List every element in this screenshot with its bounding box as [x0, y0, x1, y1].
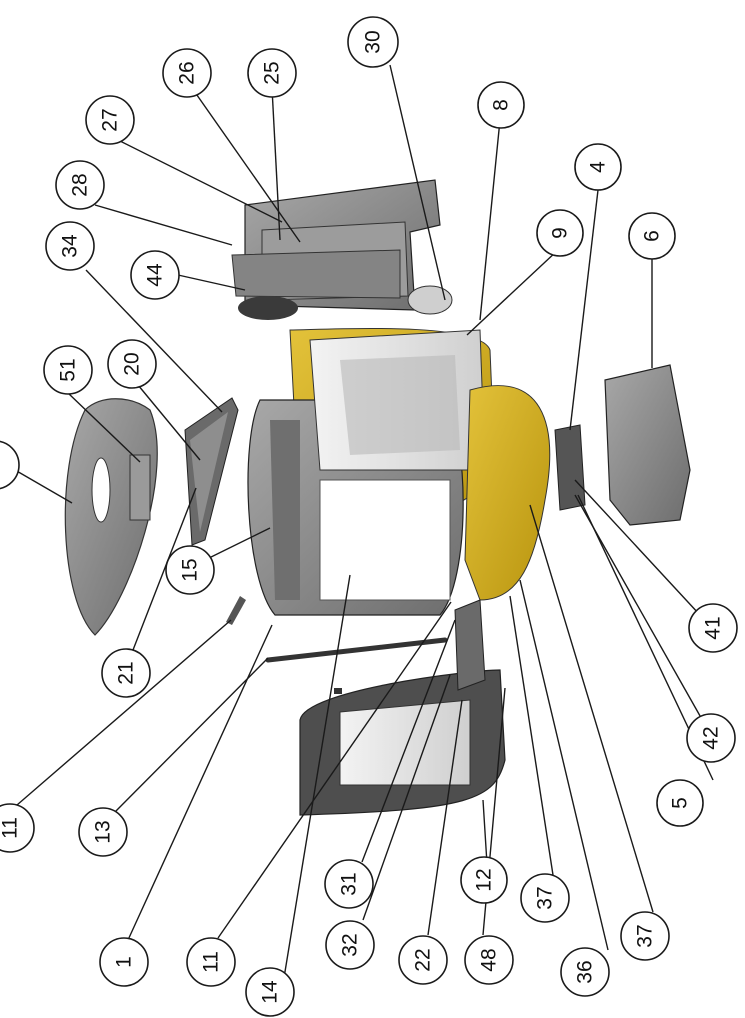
- callout-26: 26: [162, 48, 212, 98]
- svg-text:9: 9: [549, 227, 572, 239]
- callout-edge-cut: [0, 440, 20, 490]
- callout-13: 13: [78, 807, 128, 857]
- callout-30: 30: [347, 16, 399, 68]
- callout-44: 44: [130, 250, 180, 300]
- svg-text:37: 37: [634, 924, 657, 947]
- callout-34: 34: [45, 221, 95, 271]
- yellow-side-cover-part: [464, 385, 551, 601]
- leader-lines: [14, 64, 714, 991]
- svg-text:13: 13: [92, 820, 115, 843]
- svg-text:36: 36: [574, 960, 597, 983]
- svg-text:12: 12: [473, 868, 496, 891]
- svg-text:4: 4: [587, 161, 610, 173]
- svg-text:11: 11: [0, 817, 22, 839]
- callout-5: 5: [656, 779, 704, 827]
- callout-37-right: 37: [620, 911, 670, 961]
- rod-part: [226, 596, 448, 694]
- callout-22: 22: [398, 935, 448, 985]
- callout-15: 15: [165, 545, 215, 595]
- callout-48: 48: [464, 935, 514, 985]
- svg-text:41: 41: [702, 616, 725, 639]
- callout-12: 12: [460, 856, 508, 904]
- callout-42: 42: [686, 713, 736, 763]
- callout-25: 25: [247, 48, 297, 98]
- svg-text:15: 15: [179, 558, 202, 581]
- svg-text:11: 11: [200, 951, 223, 973]
- callout-28: 28: [55, 160, 105, 210]
- callout-11-bottom: 11: [186, 937, 236, 987]
- svg-text:31: 31: [338, 872, 361, 895]
- svg-text:20: 20: [121, 352, 144, 375]
- callout-20: 20: [107, 339, 157, 389]
- stove-body-part: [247, 327, 496, 616]
- svg-text:48: 48: [478, 948, 501, 971]
- svg-text:14: 14: [259, 980, 282, 1004]
- callout-11-top: 11: [0, 803, 35, 853]
- svg-text:42: 42: [700, 726, 723, 749]
- svg-text:28: 28: [69, 173, 92, 196]
- svg-text:30: 30: [362, 30, 385, 53]
- svg-text:32: 32: [339, 933, 362, 956]
- svg-text:1: 1: [113, 956, 136, 968]
- callout-31: 31: [324, 859, 374, 909]
- top-plate-part: [64, 398, 158, 636]
- svg-text:8: 8: [490, 99, 513, 111]
- side-panel-part: [184, 397, 239, 546]
- callout-27: 27: [85, 95, 135, 145]
- callout-14: 14: [245, 967, 295, 1017]
- svg-text:44: 44: [144, 263, 167, 287]
- door-part: [299, 599, 506, 816]
- callout-1: 1: [99, 937, 149, 987]
- callout-9: 9: [536, 209, 584, 257]
- svg-text:6: 6: [641, 230, 664, 242]
- svg-text:25: 25: [261, 61, 284, 84]
- svg-text:26: 26: [176, 61, 199, 84]
- svg-text:27: 27: [99, 108, 122, 131]
- callout-6: 6: [628, 212, 676, 260]
- bottom-panel-part: [604, 364, 691, 526]
- callout-8: 8: [477, 81, 525, 129]
- svg-text:22: 22: [412, 948, 435, 971]
- svg-text:5: 5: [669, 797, 692, 809]
- callout-21: 21: [101, 648, 151, 698]
- svg-text:51: 51: [57, 358, 80, 381]
- callout-36: 36: [560, 947, 610, 997]
- svg-text:34: 34: [59, 234, 82, 258]
- callout-51: 51: [43, 345, 93, 395]
- rear-frame-part: [231, 179, 453, 320]
- svg-text:37: 37: [534, 886, 557, 909]
- callout-37-left: 37: [520, 873, 570, 923]
- svg-text:21: 21: [115, 661, 138, 684]
- callout-4: 4: [574, 143, 622, 191]
- bracket-part: [554, 424, 586, 511]
- callout-32: 32: [325, 920, 375, 970]
- callout-41: 41: [688, 603, 738, 653]
